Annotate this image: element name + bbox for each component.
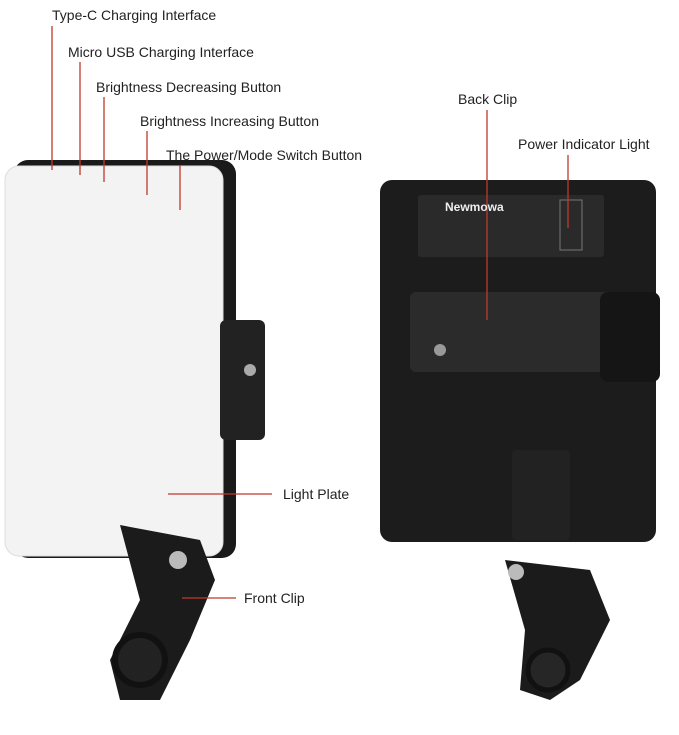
label-light-plate: Light Plate: [283, 486, 350, 502]
brand-logo: Newmowa: [445, 200, 504, 214]
back-clip: [410, 292, 650, 372]
label-front-clip: Front Clip: [244, 590, 305, 606]
label-power-indicator: Power Indicator Light: [518, 136, 650, 152]
leader-lines: [51, 26, 569, 599]
light-plate: [4, 165, 224, 557]
front-light-device: [4, 160, 265, 700]
label-brightness-up: Brightness Increasing Button: [140, 113, 319, 129]
side-mount: [220, 320, 265, 440]
back-light-device: [380, 180, 660, 700]
label-back-clip: Back Clip: [458, 91, 518, 107]
label-brightness-down: Brightness Decreasing Button: [96, 79, 282, 95]
label-type-c: Type-C Charging Interface: [52, 7, 217, 23]
label-power-mode: The Power/Mode Switch Button: [166, 147, 363, 163]
label-micro-usb: Micro USB Charging Interface: [68, 44, 254, 60]
